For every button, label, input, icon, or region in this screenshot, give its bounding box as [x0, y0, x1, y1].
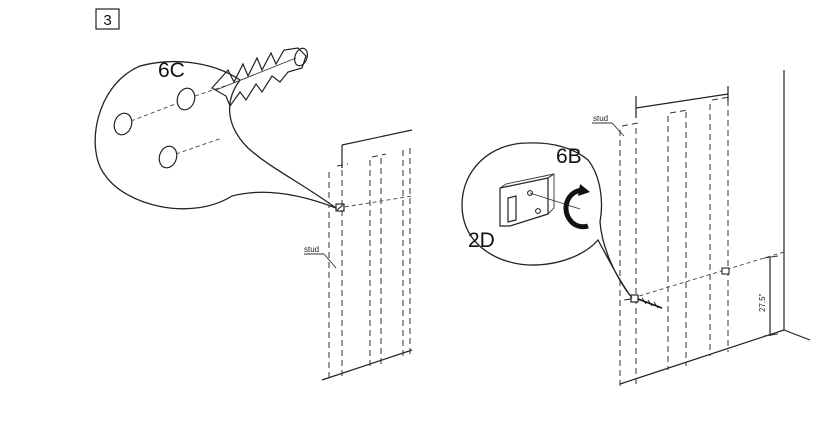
right-callout-label-top: 6B [556, 145, 582, 168]
right-callout-bubble: 6B 2D [461, 142, 633, 299]
left-callout-bubble: 6C [94, 47, 337, 210]
drill-hole [158, 145, 178, 169]
height-dimension-label: 27.5" [758, 293, 767, 312]
right-callout-label-bottom: 2D [468, 229, 495, 252]
right-wall-figure: 27.5" stud [592, 70, 811, 386]
screw-icon [623, 294, 663, 309]
wall-anchor-icon [211, 47, 309, 108]
rotate-arrow-icon [563, 184, 590, 230]
anchor-mark [335, 203, 345, 212]
anchor-mark [721, 267, 730, 275]
left-studs [328, 148, 411, 380]
step-number: 3 [103, 12, 111, 29]
drill-hole [113, 112, 133, 136]
right-stud-label: stud [593, 114, 608, 123]
step-number-box: 3 [95, 8, 120, 30]
left-callout-label: 6C [158, 59, 185, 82]
width-dimension [635, 86, 729, 118]
wall-bracket-icon [499, 173, 581, 227]
drill-hole [176, 87, 196, 111]
left-stud-label: stud [304, 245, 319, 254]
left-wall-figure: stud [304, 129, 413, 381]
right-studs [619, 96, 731, 386]
height-dimension: 27.5" [758, 255, 779, 337]
